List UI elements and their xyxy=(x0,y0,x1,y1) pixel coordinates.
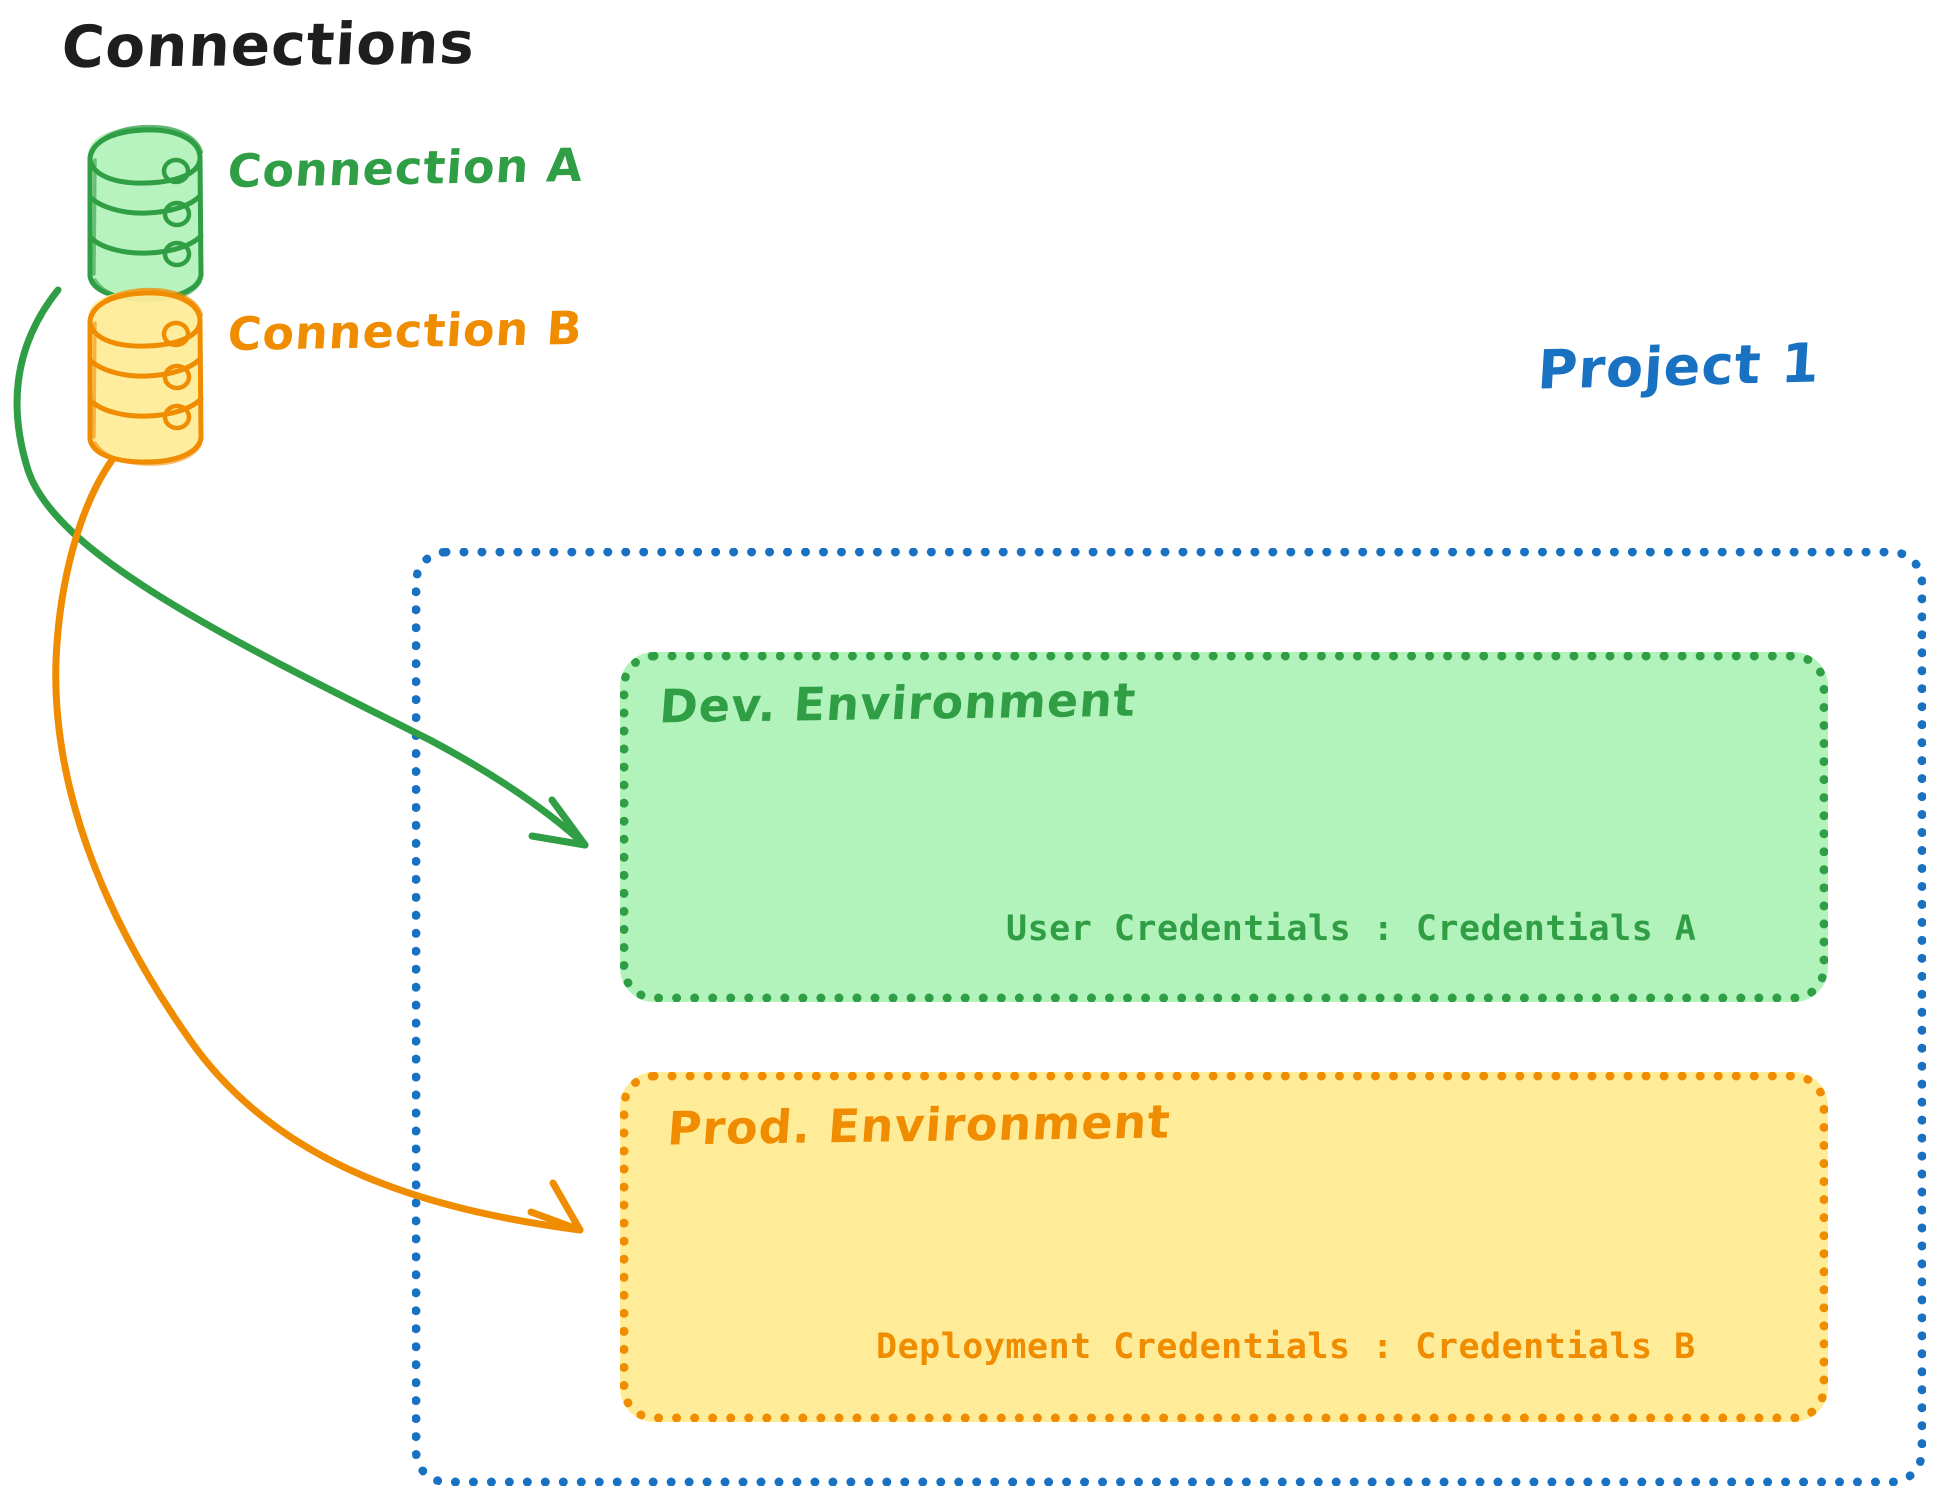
connection-b-label: Connection B xyxy=(225,300,585,362)
connections-title: Connections xyxy=(59,8,478,82)
connection-a-label: Connection A xyxy=(225,137,586,199)
prod-environment-credentials: Deployment Credentials : Credentials B xyxy=(876,1327,1696,1367)
project-title: Project 1 xyxy=(1535,331,1822,402)
prod-environment-title: Prod. Environment xyxy=(665,1094,1173,1156)
dev-environment-title: Dev. Environment xyxy=(657,672,1139,734)
database-cylinder-icon-connection-b xyxy=(87,287,204,466)
prod-environment-box xyxy=(620,1072,1828,1422)
database-cylinder-icon-connection-a xyxy=(87,124,204,303)
dev-environment-box xyxy=(620,652,1828,1002)
dev-environment-credentials: User Credentials : Credentials A xyxy=(1006,909,1697,949)
